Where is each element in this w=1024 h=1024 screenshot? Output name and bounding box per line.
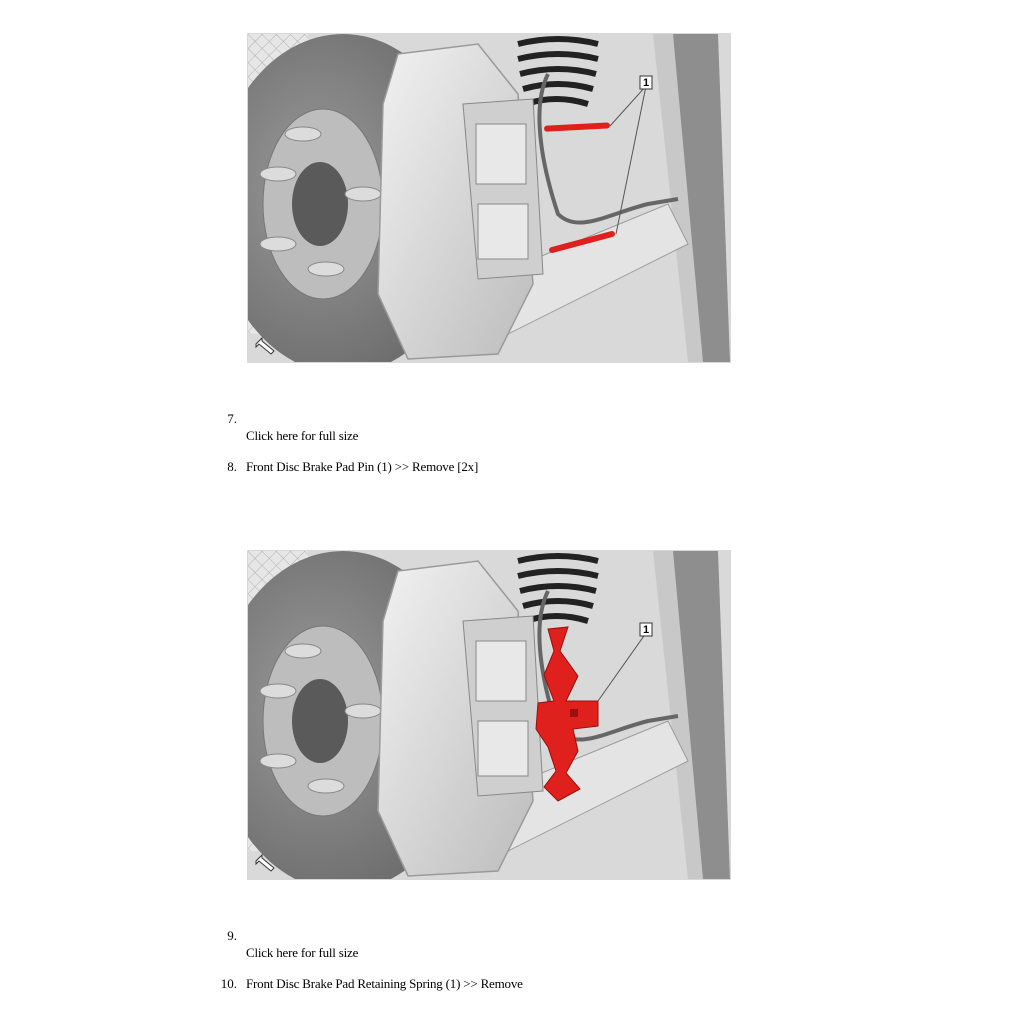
step-text: Front Disc Brake Pad Pin (1) >> Remove [… [246,459,479,474]
retaining-spring-illustration: 1 [247,550,731,880]
full-size-link[interactable]: Click here for full size [246,945,359,960]
callout-label: 1 [643,624,649,636]
step-number: 8. [227,459,237,474]
step-number: 9. [227,928,237,943]
step-number: 10. [220,976,237,991]
orientation-arrow-icon [255,853,275,872]
callout-label: 1 [643,77,649,89]
full-size-link[interactable]: Click here for full size [246,428,359,443]
brake-pad-pin-illustration: 1 [247,33,731,363]
step-text: Front Disc Brake Pad Retaining Spring (1… [246,976,523,991]
step-number: 7. [227,411,237,426]
orientation-arrow-icon [255,336,275,355]
